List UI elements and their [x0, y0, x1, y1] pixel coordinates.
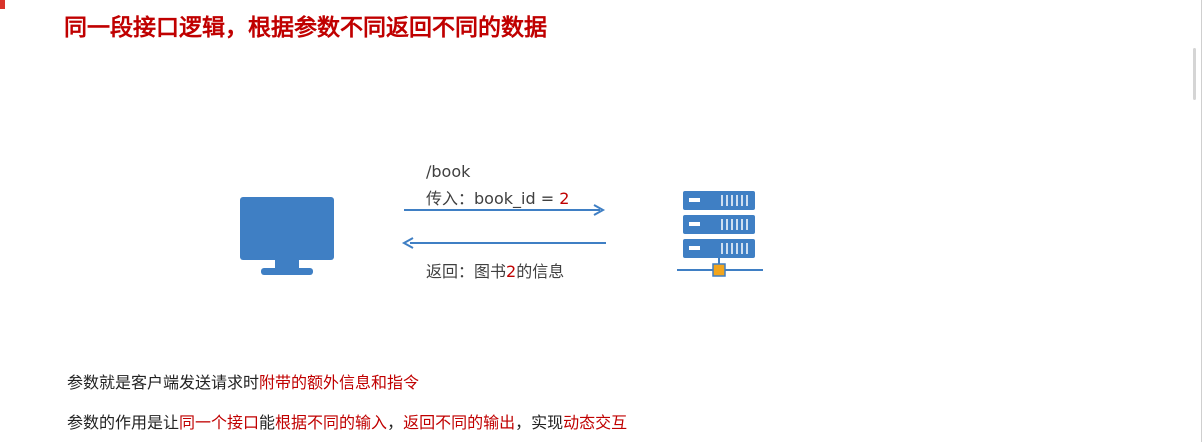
- response-label: 返回：图书2的信息: [426, 258, 564, 282]
- note-definition-highlight: 附带的额外信息和指令: [259, 373, 420, 392]
- note-purpose-part3: ，: [387, 413, 404, 432]
- note-purpose-highlight-3: 返回不同的输出: [403, 413, 516, 432]
- note-purpose: 参数的作用是让同一个接口能根据不同的输入，返回不同的输出，实现动态交互: [67, 409, 627, 433]
- slide-accent-bar: [0, 0, 5, 9]
- monitor-icon: [240, 197, 334, 275]
- request-param-prefix: 传入：book_id =: [426, 189, 560, 208]
- note-definition: 参数就是客户端发送请求时附带的额外信息和指令: [67, 369, 419, 393]
- request-arrow: [404, 204, 606, 216]
- scrollbar-thumb[interactable]: [1193, 48, 1196, 100]
- note-purpose-highlight-2: 根据不同的输入: [275, 413, 388, 432]
- response-suffix: 的信息: [516, 262, 565, 281]
- note-purpose-highlight-4: 动态交互: [563, 413, 628, 432]
- response-value: 2: [506, 262, 517, 281]
- note-definition-text: 参数就是客户端发送请求时: [67, 373, 260, 392]
- server-icon: [677, 191, 763, 277]
- request-param-value: 2: [559, 189, 570, 208]
- note-purpose-part4: ，实现: [515, 413, 564, 432]
- response-arrow: [401, 237, 606, 249]
- request-param-label: 传入：book_id = 2: [426, 185, 569, 209]
- note-purpose-highlight-1: 同一个接口: [179, 413, 260, 432]
- response-prefix: 返回：图书: [426, 262, 507, 281]
- request-path-label: /book: [426, 162, 471, 181]
- note-purpose-part1: 参数的作用是让: [67, 413, 180, 432]
- note-purpose-part2: 能: [259, 413, 276, 432]
- slide-title: 同一段接口逻辑，根据参数不同返回不同的数据: [64, 15, 547, 41]
